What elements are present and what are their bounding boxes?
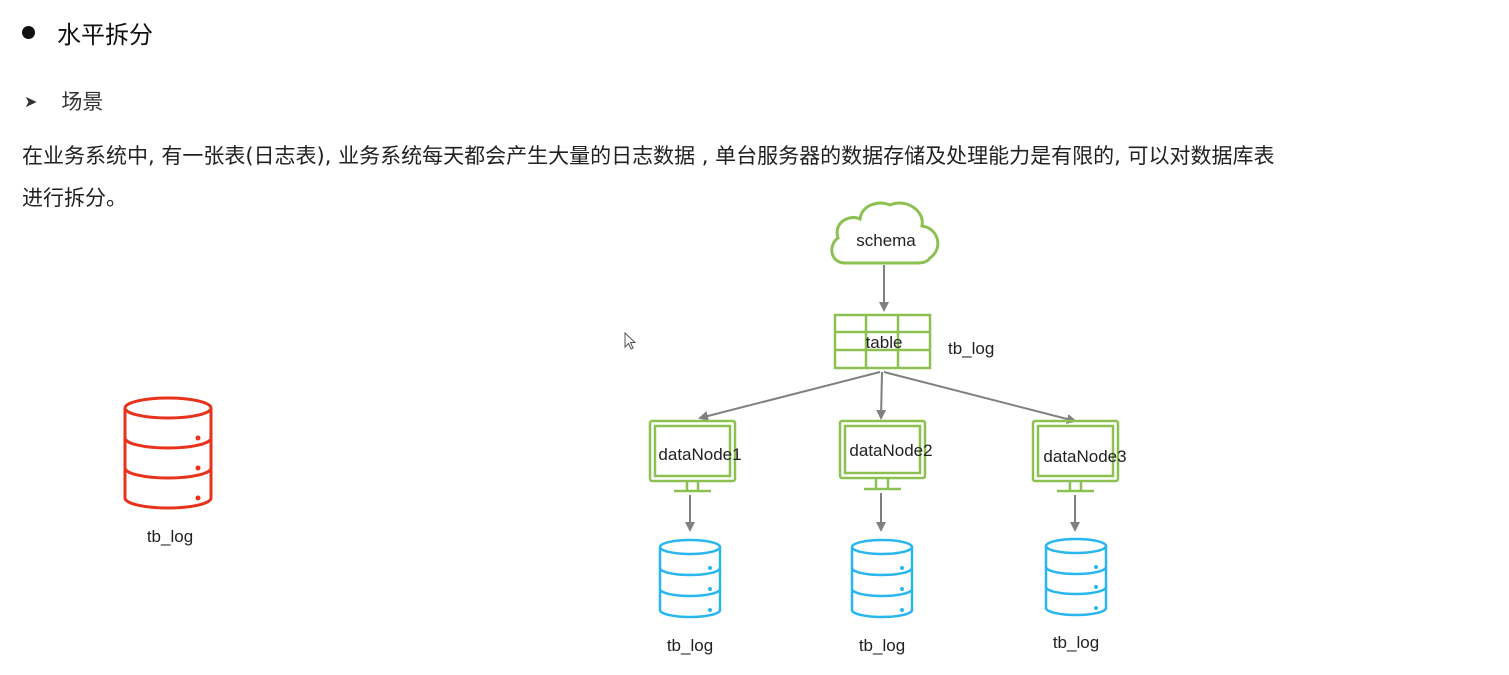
heading-text: 水平拆分: [57, 20, 153, 49]
table-grid-icon: [833, 313, 932, 370]
bullet-dot-icon: [22, 25, 35, 39]
node2-label: dataNode2: [849, 441, 932, 460]
arrow-table-to-node1: [698, 371, 881, 421]
description-paragraph: 在业务系统中, 有一张表(日志表), 业务系统每天都会产生大量的日志数据 , 单…: [22, 135, 1472, 219]
mouse-cursor-icon: [624, 332, 637, 350]
db1-database-icon: [658, 538, 722, 619]
node3-label: dataNode3: [1043, 447, 1126, 466]
schema-label: schema: [856, 231, 916, 250]
node2-monitor-icon: [838, 419, 927, 491]
paragraph-line-2: 进行拆分。: [22, 186, 127, 210]
db3-label: tb_log: [1053, 633, 1099, 652]
arrow-table-to-node2: [876, 371, 887, 420]
single-database-icon: [123, 396, 213, 510]
subheading-text: 场景: [61, 90, 104, 114]
db2-database-icon: [850, 538, 914, 619]
subsection-heading: ➤ 场景: [24, 84, 103, 118]
single-db-label: tb_log: [147, 527, 193, 546]
db2-label: tb_log: [859, 636, 905, 655]
db1-label: tb_log: [667, 636, 713, 655]
arrow-bullet-icon: ➤: [24, 91, 38, 111]
node3-monitor-icon: [1031, 419, 1120, 493]
arrow-table-to-node3: [883, 371, 1077, 424]
section-heading: 水平拆分: [22, 12, 153, 52]
cloud-icon: [830, 201, 940, 265]
db3-database-icon: [1044, 537, 1108, 617]
node1-label: dataNode1: [658, 445, 741, 464]
node1-monitor-icon: [648, 419, 737, 493]
table-name: tb_log: [948, 339, 994, 358]
table-label: table: [866, 333, 903, 352]
paragraph-line-1: 在业务系统中, 有一张表(日志表), 业务系统每天都会产生大量的日志数据 , 单…: [22, 144, 1275, 168]
